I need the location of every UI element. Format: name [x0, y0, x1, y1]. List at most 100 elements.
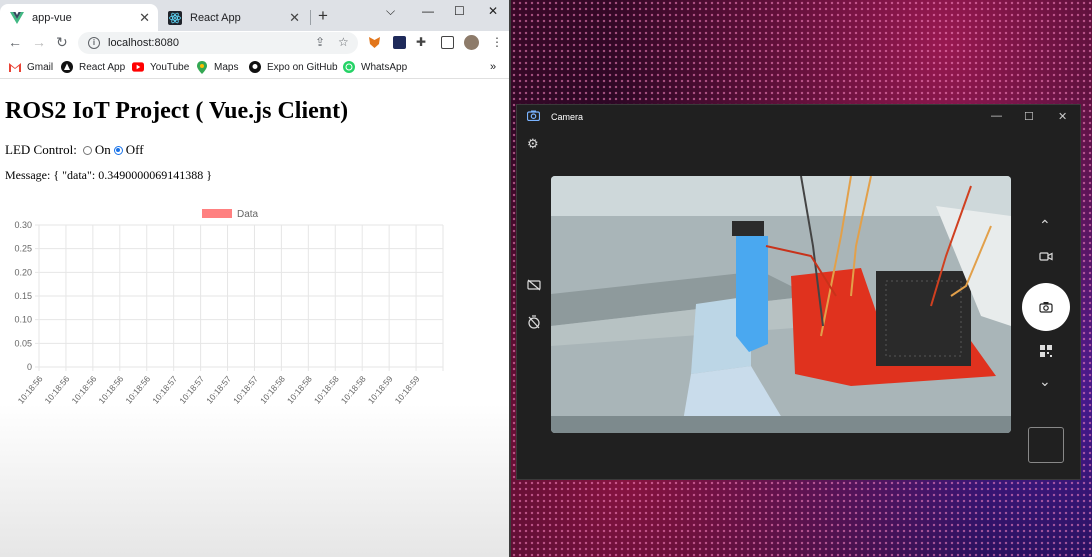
- avatar[interactable]: [464, 35, 479, 50]
- led-off-radio[interactable]: [113, 145, 123, 155]
- y-tick-label: 0.20: [14, 267, 32, 277]
- x-tick-label: 10:18:57: [204, 374, 233, 406]
- x-tick-label: 10:18:59: [366, 374, 395, 406]
- new-tab-icon[interactable]: +: [318, 6, 328, 25]
- browser-window: app-vue ✕ React App ✕ + ⌵ — ☐ ✕ ← → ↻ i …: [0, 0, 511, 557]
- x-tick-label: 10:18:59: [393, 374, 422, 406]
- chevron-up-icon[interactable]: ⌃: [1039, 217, 1051, 233]
- back-icon[interactable]: ←: [8, 34, 22, 50]
- tab-label: app-vue: [32, 11, 72, 24]
- site-info-icon[interactable]: i: [88, 37, 100, 49]
- address-bar[interactable]: i localhost:8080: [78, 32, 358, 54]
- camera-title: Camera: [551, 112, 584, 122]
- camera-preview-image: [551, 176, 1011, 433]
- browser-toolbar: ← → ↻ i localhost:8080 ⇪ ☆ ✚ ⋮: [0, 31, 509, 56]
- more-bookmarks-icon[interactable]: »: [490, 61, 497, 73]
- reload-icon[interactable]: ↻: [56, 34, 68, 50]
- y-tick-label: 0.10: [14, 315, 32, 325]
- vue-icon: [10, 11, 24, 25]
- led-control-label: LED Control:: [5, 142, 77, 157]
- bookmark-label: WhatsApp: [361, 61, 408, 73]
- react-icon: [168, 10, 182, 25]
- maximize-icon[interactable]: ☐: [1024, 111, 1034, 123]
- x-tick-label: 10:18:58: [258, 374, 287, 406]
- message-value: { "data": 0.3490000069141388 }: [53, 168, 212, 182]
- address-text: localhost:8080: [108, 37, 179, 49]
- share-icon[interactable]: ⇪: [315, 35, 326, 49]
- extension-icon[interactable]: [393, 36, 406, 49]
- y-tick-label: 0.25: [14, 244, 32, 254]
- bookmark-gmail[interactable]: Gmail: [9, 61, 53, 73]
- maps-icon: [196, 60, 208, 74]
- bookmark-youtube[interactable]: YouTube: [132, 61, 189, 73]
- close-tab-icon[interactable]: ✕: [139, 10, 150, 25]
- take-photo-button[interactable]: [1022, 283, 1070, 331]
- extensions-puzzle-icon[interactable]: ✚: [416, 35, 427, 49]
- message-line: Message: { "data": 0.3490000069141388 }: [5, 168, 212, 183]
- close-tab-icon[interactable]: ✕: [289, 10, 300, 25]
- tab-react-app[interactable]: React App ✕: [158, 4, 308, 31]
- bookmark-label: Gmail: [27, 61, 54, 73]
- legend-swatch: [202, 209, 232, 218]
- led-control: LED Control: On Off: [5, 142, 144, 158]
- bookmark-label: React App: [79, 61, 126, 73]
- camera-app-icon: [526, 110, 541, 124]
- y-tick-label: 0: [27, 362, 32, 372]
- photo-camera-icon: [1039, 302, 1053, 313]
- legend-label: Data: [237, 209, 259, 220]
- data-chart: Data0.300.250.200.150.100.05010:18:5610:…: [14, 209, 444, 406]
- tab-search-icon[interactable]: ⌵: [386, 4, 396, 18]
- x-tick-label: 10:18:57: [177, 374, 206, 406]
- bookmarks-bar: Gmail React App YouTube Maps Expo on Git…: [0, 57, 509, 79]
- react-app-icon: [61, 61, 73, 73]
- x-tick-label: 10:18:57: [231, 374, 260, 406]
- timer-off-icon[interactable]: [527, 315, 541, 332]
- close-window-icon[interactable]: ✕: [488, 4, 499, 18]
- bookmark-star-icon[interactable]: ☆: [338, 35, 349, 49]
- tab-app-vue[interactable]: app-vue ✕: [0, 4, 158, 31]
- x-tick-label: 10:18:58: [285, 374, 314, 406]
- whatsapp-icon: [343, 61, 355, 73]
- x-tick-label: 10:18:56: [43, 374, 72, 406]
- last-photo-thumbnail[interactable]: [1028, 427, 1064, 463]
- x-tick-label: 10:18:56: [69, 374, 98, 406]
- led-on-label: On: [94, 142, 111, 157]
- minimize-icon[interactable]: —: [422, 4, 434, 18]
- bookmark-label: YouTube: [150, 61, 190, 73]
- led-off-label: Off: [125, 142, 144, 157]
- y-tick-label: 0.15: [14, 291, 32, 301]
- led-on-radio[interactable]: [82, 145, 92, 155]
- x-tick-label: 10:18:56: [123, 374, 152, 406]
- gmail-icon: [9, 61, 21, 73]
- qr-scan-icon[interactable]: [1040, 345, 1052, 360]
- github-icon: [249, 61, 261, 73]
- bookmark-label: Expo on GitHub: [267, 61, 338, 73]
- video-mode-icon[interactable]: [1039, 251, 1053, 265]
- x-tick-label: 10:18:58: [339, 374, 368, 406]
- forward-icon[interactable]: →: [32, 34, 46, 50]
- maximize-icon[interactable]: ☐: [454, 4, 465, 18]
- camera-viewfinder: [551, 176, 1011, 433]
- bookmark-maps[interactable]: Maps: [196, 60, 239, 74]
- tab-strip: app-vue ✕ React App ✕ + ⌵ — ☐ ✕: [0, 0, 509, 31]
- camera-window: Camera — ☐ ✕ ⚙: [516, 104, 1081, 480]
- menu-dots-icon[interactable]: ⋮: [491, 35, 503, 49]
- bookmark-label: Maps: [214, 61, 239, 73]
- tab-separator: [310, 10, 311, 25]
- x-tick-label: 10:18:56: [16, 374, 45, 406]
- youtube-icon: [132, 61, 144, 73]
- minimize-icon[interactable]: —: [991, 110, 1002, 122]
- bookmark-expo-github[interactable]: Expo on GitHub: [249, 61, 338, 73]
- bookmark-react-app[interactable]: React App: [61, 61, 125, 73]
- message-label: Message:: [5, 168, 51, 182]
- x-tick-label: 10:18:58: [312, 374, 341, 406]
- page-content: ROS2 IoT Project ( Vue.js Client) LED Co…: [0, 80, 509, 557]
- metamask-icon[interactable]: [368, 36, 381, 49]
- side-panel-icon[interactable]: [441, 36, 454, 49]
- settings-gear-icon[interactable]: ⚙: [527, 136, 539, 151]
- chevron-down-icon[interactable]: ⌄: [1039, 373, 1051, 389]
- close-window-icon[interactable]: ✕: [1058, 111, 1068, 123]
- bookmark-whatsapp[interactable]: WhatsApp: [343, 61, 407, 73]
- y-tick-label: 0.30: [14, 220, 32, 230]
- hdr-off-icon[interactable]: [527, 279, 541, 294]
